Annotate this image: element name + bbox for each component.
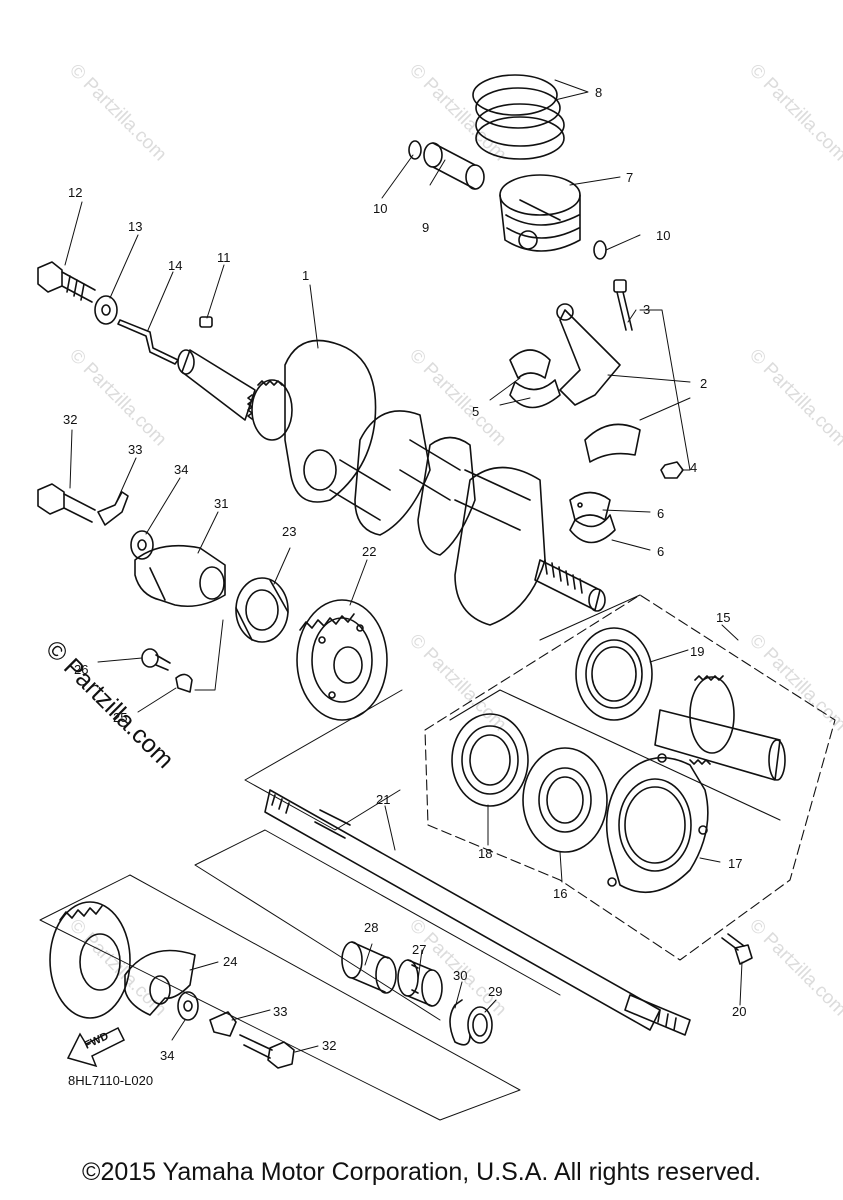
callout-22: 22	[362, 544, 376, 559]
callout-32b: 32	[322, 1038, 336, 1053]
callout-25: 25	[113, 710, 127, 725]
group-15-outline	[424, 594, 836, 961]
washer-29	[467, 1006, 493, 1044]
callout-27: 27	[412, 942, 426, 957]
crankshaft	[177, 339, 606, 626]
connecting-rod	[556, 303, 641, 463]
collar-28	[341, 941, 397, 994]
circlip-30	[449, 999, 471, 1046]
callout-20: 20	[732, 1004, 746, 1019]
callout-34b: 34	[160, 1048, 174, 1063]
callout-28: 28	[364, 920, 378, 935]
bolt-12	[37, 261, 96, 303]
fwd-arrow	[66, 1026, 126, 1068]
callout-labels: 1 2 3 4 5 6 6 7 8 9 10 10 11 12 13 14 15…	[63, 85, 746, 1063]
callout-34: 34	[174, 462, 188, 477]
balancer-weight-31	[134, 544, 226, 608]
bolt-32b	[239, 1034, 295, 1069]
piston-rings	[472, 74, 565, 160]
piston-pin-clip	[593, 240, 607, 260]
bearing-16	[522, 747, 608, 853]
washer-13	[94, 295, 118, 325]
callout-7: 7	[626, 170, 633, 185]
lock-washer-33	[97, 491, 129, 526]
piston-pin-clip	[408, 140, 422, 160]
lock-washer-33b	[209, 1011, 237, 1037]
balancer-weight-24	[124, 949, 196, 1016]
callout-1: 1	[302, 268, 309, 283]
con-rod-bolt	[613, 279, 633, 331]
bolt-20	[721, 933, 753, 965]
bolt-26	[141, 648, 171, 671]
bolt-32	[37, 483, 96, 523]
piston	[499, 174, 581, 252]
callout-24: 24	[223, 954, 237, 969]
main-bearings	[569, 491, 616, 544]
callout-21: 21	[376, 792, 390, 807]
callout-5: 5	[472, 404, 479, 419]
oil-seal-18	[451, 713, 529, 807]
callout-13: 13	[128, 219, 142, 234]
plate-14	[117, 319, 179, 365]
callout-10: 10	[373, 201, 387, 216]
washer-34	[130, 530, 154, 560]
callout-3: 3	[643, 302, 650, 317]
callout-2: 2	[700, 376, 707, 391]
callout-17: 17	[728, 856, 742, 871]
balancer-shaft	[654, 675, 786, 781]
callout-4: 4	[690, 460, 697, 475]
callout-9: 9	[422, 220, 429, 235]
gear-left	[49, 901, 131, 1019]
gear-22	[296, 599, 388, 721]
bearing-23	[235, 577, 289, 643]
callout-6: 6	[657, 506, 664, 521]
callout-16: 16	[553, 886, 567, 901]
woodruff-key	[199, 316, 213, 328]
washer-34b	[177, 991, 199, 1021]
shaft-21	[264, 789, 691, 1036]
con-rod-bearing	[509, 349, 551, 379]
callout-15: 15	[716, 610, 730, 625]
oil-seal-19	[575, 627, 653, 721]
callout-30: 30	[453, 968, 467, 983]
callout-32: 32	[63, 412, 77, 427]
plate-25	[175, 673, 193, 693]
callout-14: 14	[168, 258, 182, 273]
diagram-code: 8HL7110-L020	[68, 1073, 154, 1088]
callout-26: 26	[74, 662, 88, 677]
con-rod-nut	[660, 461, 684, 479]
callout-31: 31	[214, 496, 228, 511]
callout-11: 11	[217, 250, 231, 265]
callout-23: 23	[282, 524, 296, 539]
callout-8: 8	[595, 85, 602, 100]
callout-33b: 33	[273, 1004, 287, 1019]
retainer-17	[605, 753, 709, 893]
callout-10b: 10	[656, 228, 670, 243]
piston-pin	[423, 142, 485, 190]
callout-33: 33	[128, 442, 142, 457]
callout-12: 12	[68, 185, 82, 200]
con-rod-bearing	[509, 379, 561, 409]
callout-29: 29	[488, 984, 502, 999]
callout-18: 18	[478, 846, 492, 861]
callout-6b: 6	[657, 544, 664, 559]
copyright: ©2015 Yamaha Motor Corporation, U.S.A. A…	[82, 1158, 761, 1186]
callout-19: 19	[690, 644, 704, 659]
